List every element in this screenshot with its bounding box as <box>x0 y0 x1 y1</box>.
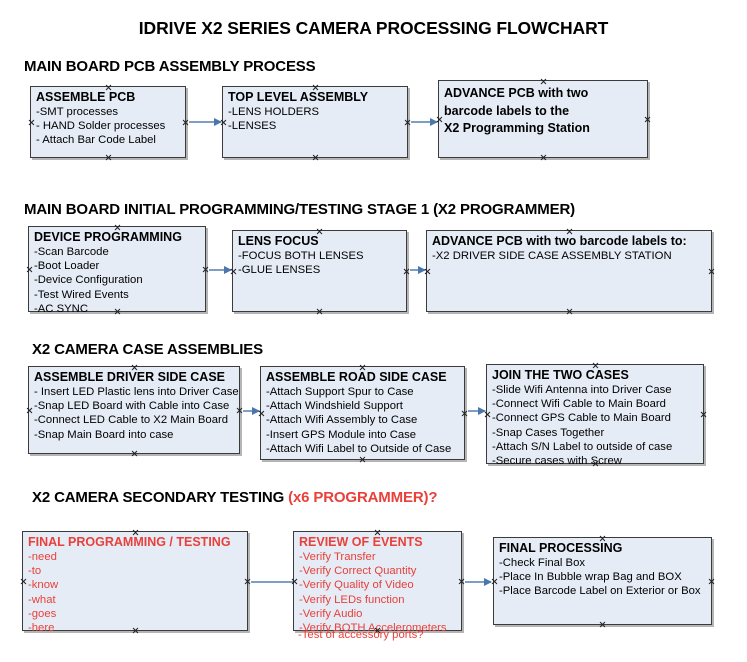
box-line: -Verify Correct Quantity <box>299 565 417 578</box>
box-line: -Connect Wifi Cable to Main Board <box>492 398 666 411</box>
box-advance-pcb-to-x2-programming-station[interactable]: ADVANCE PCB with two barcode labels to t… <box>438 80 648 158</box>
box-title-line: barcode labels to the <box>444 103 570 118</box>
box-line: -here <box>28 622 55 635</box>
box-assemble-pcb[interactable]: ASSEMBLE PCB -SMT processes - HAND Solde… <box>30 86 186 158</box>
box-line: -LENS HOLDERS <box>228 106 320 118</box>
box-line: -Attach Wifi Label to Outside of Case <box>266 442 452 455</box>
box-line: -Insert GPS Module into Case <box>266 428 417 441</box>
box-line: -Attach Wifi Assembly to Case <box>266 414 418 427</box>
connector-handle-bottom[interactable] <box>540 154 547 161</box>
arrow-device-programming-to-lens-focus <box>209 266 232 273</box>
box-title: FINAL PROGRAMMING / TESTING <box>28 535 231 549</box>
box-line: -to <box>28 565 42 578</box>
box-line: -SMT processes <box>36 106 119 118</box>
box-line: - Attach Bar Code Label <box>36 134 156 147</box>
arrow-road-side-case-to-join-two-cases <box>468 407 486 414</box>
section-heading-x2-camera-case-assemblies: X2 CAMERA CASE ASSEMBLIES <box>32 341 263 358</box>
box-line: - HAND Solder processes <box>36 120 166 133</box>
box-join-the-two-cases[interactable]: JOIN THE TWO CASES -Slide Wifi Antenna i… <box>486 364 704 467</box>
box-line: -Place In Bubble wrap Bag and BOX <box>499 571 682 584</box>
box-title-line: ADVANCE PCB with two <box>444 86 589 100</box>
arrow-lens-focus-to-advance-pcb-driver-side <box>410 266 426 273</box>
arrow-review-of-events-to-final-processing <box>465 578 492 585</box>
box-line: -Attach Support Spur to Case <box>266 386 414 398</box>
connector-handle-bottom[interactable] <box>131 450 138 457</box>
section-heading-accent: (x6 PROGRAMMER)? <box>288 489 438 506</box>
connector-handle-bottom[interactable] <box>105 154 112 161</box>
box-line: -Snap LED Board with Cable into Case <box>34 400 230 413</box>
connector-handle-bottom[interactable] <box>312 154 319 161</box>
box-line: -Boot Loader <box>34 260 100 273</box>
box-advance-pcb-to-driver-side-case-station[interactable]: ADVANCE PCB with two barcode labels to: … <box>426 230 712 312</box>
connector-handle-bottom[interactable] <box>316 308 323 315</box>
box-title: ASSEMBLE ROAD SIDE CASE <box>266 370 447 384</box>
box-line: -Verify BOTH Accelerometers <box>299 622 447 635</box>
box-line: -Snap Main Board into case <box>34 428 174 441</box>
box-title-line: X2 Programming Station <box>444 121 590 135</box>
box-line: -GLUE LENSES <box>238 264 321 277</box>
box-line: -X2 DRIVER SIDE CASE ASSEMBLY STATION <box>432 250 672 262</box>
box-line: -goes <box>28 607 57 620</box>
box-line: -know <box>28 579 59 592</box>
box-line: -LENSES <box>228 120 277 133</box>
box-line: -Scan Barcode <box>34 246 109 258</box>
arrow-assemble-pcb-to-top-level-assembly <box>189 118 222 125</box>
box-title: FINAL PROCESSING <box>499 541 623 555</box>
box-top-level-assembly[interactable]: TOP LEVEL ASSEMBLY -LENS HOLDERS -LENSES <box>222 86 408 158</box>
arrow-final-programming-to-review-of-events <box>251 581 293 583</box>
box-line: -Verify Quality of Video <box>299 579 414 592</box>
box-line: -need <box>28 551 57 563</box>
page-title: IDRIVE X2 SERIES CAMERA PROCESSING FLOWC… <box>138 18 609 38</box>
box-line: - Insert LED Plastic lens into Driver Ca… <box>34 386 239 398</box>
connector-handle-right[interactable] <box>708 268 715 275</box>
connector-handle-bottom[interactable] <box>359 456 366 463</box>
connector-handle-bottom[interactable] <box>599 621 606 628</box>
section-heading-text: X2 CAMERA CASE ASSEMBLIES <box>32 341 264 358</box>
section-heading-text: X2 CAMERA SECONDARY TESTING <box>32 489 289 506</box>
box-line: -Secure cases with Screw <box>492 455 622 468</box>
box-title: DEVICE PROGRAMMING <box>34 230 182 244</box>
section-heading-main-board-pcb-assembly: MAIN BOARD PCB ASSEMBLY PROCESS <box>24 58 316 75</box>
section-heading-x2-camera-secondary-testing: X2 CAMERA SECONDARY TESTING (x6 PROGRAMM… <box>32 489 438 506</box>
box-lens-focus[interactable]: LENS FOCUS -FOCUS BOTH LENSES -GLUE LENS… <box>232 230 407 312</box>
box-line: -Verify Audio <box>299 607 363 620</box>
arrow-driver-side-to-road-side-case <box>243 407 260 414</box>
box-line: -what <box>28 593 56 606</box>
box-line: -FOCUS BOTH LENSES <box>238 250 364 262</box>
box-assemble-road-side-case[interactable]: ASSEMBLE ROAD SIDE CASE -Attach Support … <box>260 366 465 460</box>
box-device-programming[interactable]: DEVICE PROGRAMMING -Scan Barcode -Boot L… <box>28 226 206 315</box>
box-line: -Connect LED Cable to X2 Main Board <box>34 414 229 427</box>
box-line: -Verify LEDs function <box>299 593 405 606</box>
box-final-processing[interactable]: FINAL PROCESSING -Check Final Box -Place… <box>493 537 712 625</box>
box-line: -Verify Transfer <box>299 551 376 563</box>
box-title: TOP LEVEL ASSEMBLY <box>228 90 369 104</box>
box-review-of-events[interactable]: REVIEW OF EVENTS -Verify Transfer -Verif… <box>293 531 462 634</box>
box-line: -AC SYNC <box>34 302 88 315</box>
box-final-programming-testing[interactable]: FINAL PROGRAMMING / TESTING -need -to -k… <box>22 531 248 634</box>
section-heading-text: MAIN BOARD INITIAL PROGRAMMING/TESTING S… <box>24 201 575 218</box>
box-line: -Slide Wifi Antenna into Driver Case <box>492 384 672 396</box>
box-title: ASSEMBLE DRIVER SIDE CASE <box>34 370 226 384</box>
section-heading-text: MAIN BOARD PCB ASSEMBLY PROCESS <box>24 58 316 75</box>
box-line: -Place Barcode Label on Exterior or Box <box>499 585 701 598</box>
box-title: JOIN THE TWO CASES <box>492 368 629 382</box>
box-title: ASSEMBLE PCB <box>36 90 136 104</box>
box-assemble-driver-side-case[interactable]: ASSEMBLE DRIVER SIDE CASE - Insert LED P… <box>28 366 240 454</box>
box-title: REVIEW OF EVENTS <box>299 535 423 549</box>
arrow-top-level-assembly-to-advance-pcb <box>411 118 438 125</box>
section-heading-main-board-initial-programming: MAIN BOARD INITIAL PROGRAMMING/TESTING S… <box>24 201 575 218</box>
box-line: -Connect GPS Cable to Main Board <box>492 412 671 425</box>
box-line: -Check Final Box <box>499 557 586 569</box>
box-title: ADVANCE PCB with two barcode labels to: <box>432 234 687 248</box>
box-line: -Attach S/N Label to outside of case <box>492 440 673 453</box>
box-line: -Test Wired Events <box>34 288 129 301</box>
box-line: -Snap Cases Together <box>492 426 605 439</box>
box-overflow-line-test-accessory-ports: -Test of accessory ports? <box>298 629 424 641</box>
connector-handle-bottom[interactable] <box>566 308 573 315</box>
box-line: -Attach Windshield Support <box>266 400 403 413</box>
box-line: -Device Configuration <box>34 274 143 287</box>
box-title: LENS FOCUS <box>238 234 319 248</box>
